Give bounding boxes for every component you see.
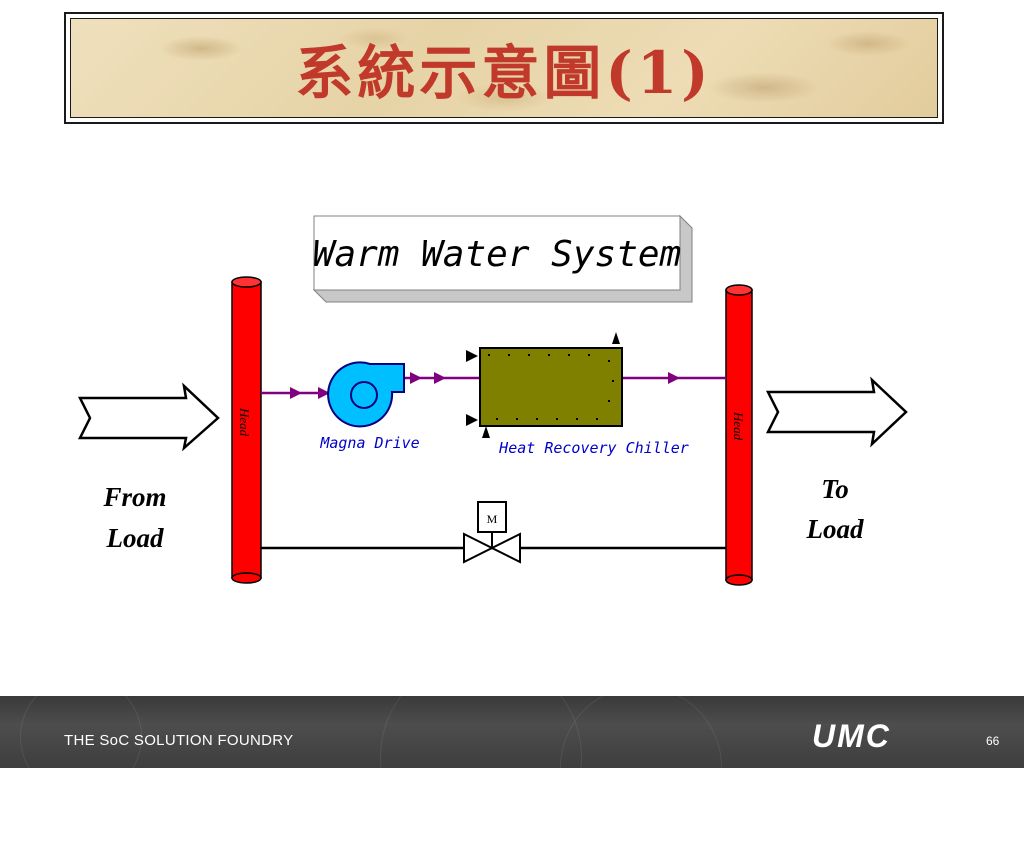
footer-decoration (380, 656, 582, 858)
left-header-label: Head (237, 407, 252, 437)
chiller-inlet-arrow-top (466, 350, 478, 362)
heat-recovery-chiller: Heat Recovery Chiller (466, 332, 689, 457)
to-load-line1: To (821, 474, 849, 504)
right-header-label: Head (731, 411, 746, 441)
valve-motor-label: M (487, 512, 498, 526)
title-banner-inner: 系統示意圖(1) (70, 18, 938, 118)
from-load-arrow (77, 382, 220, 452)
flow-arrow-5 (668, 372, 680, 384)
umc-logo: UMC (812, 718, 891, 754)
motorized-valve: M (463, 501, 521, 564)
from-load-line1: From (102, 482, 166, 512)
chiller-inlet-arrow-bottom (466, 414, 478, 426)
page-number: 66 (986, 734, 1000, 748)
to-load-arrow (765, 376, 908, 448)
magna-drive-pump: Magna Drive (319, 361, 420, 452)
from-load-line2: Load (106, 523, 164, 553)
system-label-box: Warm Water System (313, 214, 693, 303)
warm-water-diagram: Warm Water System Head Head Magna Drive (77, 214, 908, 586)
chiller-label: Heat Recovery Chiller (498, 439, 689, 457)
chiller-coil-dots (488, 354, 614, 420)
footer-decoration (560, 686, 722, 848)
flow-arrow-2 (318, 387, 330, 399)
flow-arrow-4 (434, 372, 446, 384)
system-label: Warm Water System (313, 234, 681, 275)
right-header-pipe: Head (725, 284, 753, 586)
title-banner: 系統示意圖(1) (64, 12, 944, 124)
chiller-outlet-arrow (612, 332, 620, 344)
slide-footer: THE SoC SOLUTION FOUNDRY UMC 66 (0, 656, 1024, 858)
supply-flow-line (261, 372, 726, 399)
footer-tagline: THE SoC SOLUTION FOUNDRY (64, 732, 294, 749)
pump-label: Magna Drive (319, 434, 419, 452)
flow-arrow-3 (410, 372, 422, 384)
chiller-return-arrow (482, 426, 490, 438)
slide-title: 系統示意圖(1) (295, 39, 713, 107)
flow-arrow-1 (290, 387, 302, 399)
to-load-line2: Load (806, 514, 864, 544)
left-header-pipe: Head (231, 276, 262, 584)
